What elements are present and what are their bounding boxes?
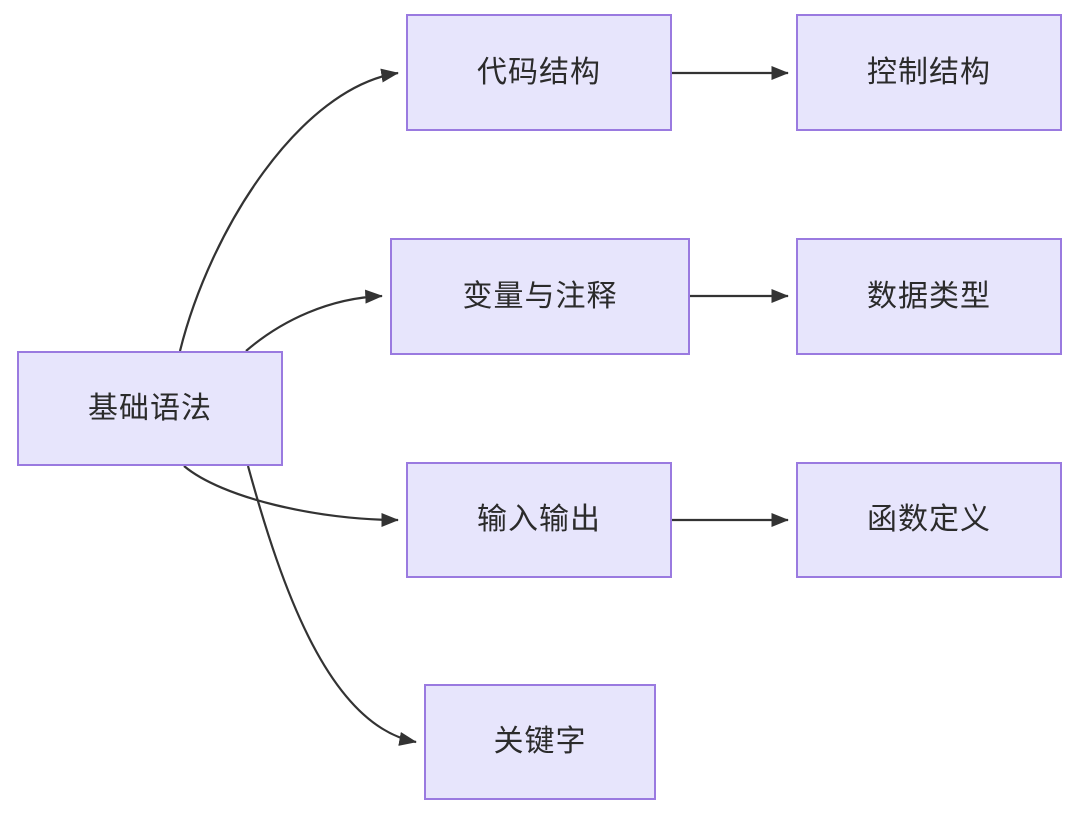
node-label-keyword: 关键字 — [493, 725, 587, 758]
node-func-def[interactable]: 函数定义 — [796, 462, 1062, 578]
node-root[interactable]: 基础语法 — [17, 351, 283, 466]
node-data-type[interactable]: 数据类型 — [796, 238, 1062, 355]
node-code-struct[interactable]: 代码结构 — [406, 14, 672, 131]
node-label-io: 输入输出 — [477, 503, 601, 536]
edge-root-to-keyword — [246, 465, 417, 746]
node-label-var-comment: 变量与注释 — [462, 279, 618, 313]
node-ctrl-struct[interactable]: 控制结构 — [796, 14, 1062, 131]
edge-root-to-code-struct — [178, 68, 399, 352]
node-label-func-def: 函数定义 — [867, 503, 991, 536]
node-io[interactable]: 输入输出 — [406, 462, 672, 578]
node-label-code-struct: 代码结构 — [477, 55, 601, 89]
edge-root-to-var-comment — [245, 289, 383, 352]
node-label-ctrl-struct: 控制结构 — [867, 55, 991, 89]
edge-root-to-io — [183, 465, 399, 528]
node-keyword[interactable]: 关键字 — [424, 684, 656, 800]
node-label-data-type: 数据类型 — [867, 279, 991, 313]
node-var-comment[interactable]: 变量与注释 — [390, 238, 690, 355]
node-label-root: 基础语法 — [88, 391, 212, 425]
